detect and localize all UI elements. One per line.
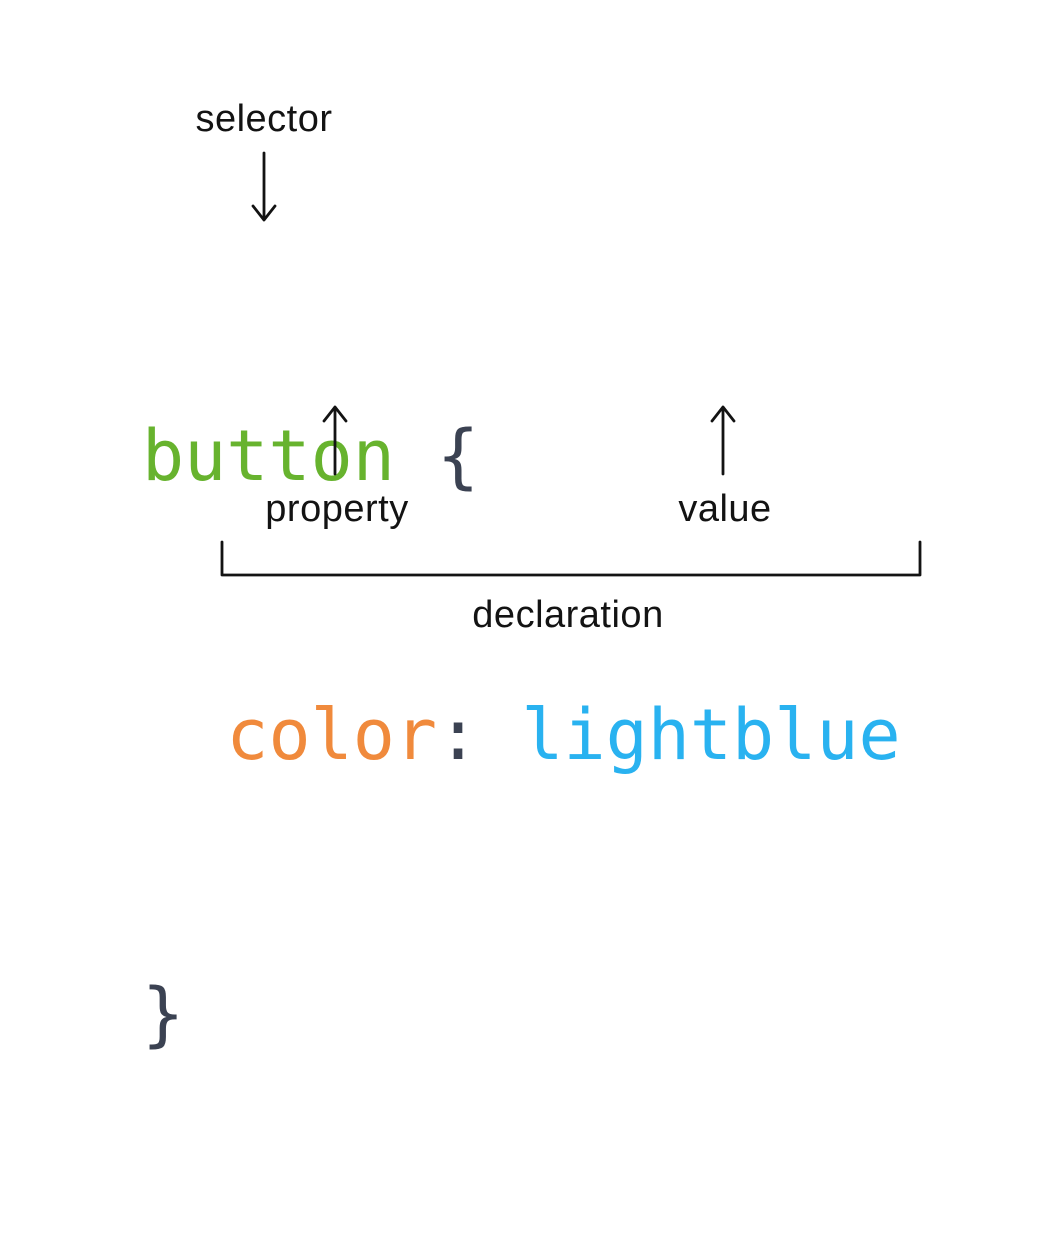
- value-label: value: [678, 488, 772, 530]
- token-space: [395, 415, 437, 497]
- arrow-up-to-property-icon: [320, 404, 350, 476]
- css-anatomy-diagram: selector button { color: lightblue } pro…: [142, 98, 923, 1055]
- code-line-declaration: color: lightblue: [142, 689, 901, 782]
- token-space: [479, 694, 521, 776]
- code-line-rule-open: button {: [142, 410, 901, 503]
- selector-token: button: [142, 415, 395, 497]
- declaration-label: declaration: [472, 594, 664, 636]
- indent: [142, 694, 226, 776]
- open-brace-token: {: [437, 415, 480, 497]
- value-token: lightblue: [521, 694, 901, 776]
- selector-label: selector: [195, 98, 333, 140]
- arrow-down-to-selector-icon: [249, 151, 279, 223]
- property-token: color: [226, 694, 438, 776]
- code-line-rule-close: }: [142, 968, 901, 1061]
- declaration-bracket-icon: [219, 540, 923, 578]
- close-brace-token: }: [142, 973, 185, 1055]
- property-label: property: [265, 488, 409, 530]
- css-code-block: button { color: lightblue }: [142, 224, 901, 1247]
- colon-token: :: [437, 694, 480, 776]
- arrow-up-to-value-icon: [708, 404, 738, 476]
